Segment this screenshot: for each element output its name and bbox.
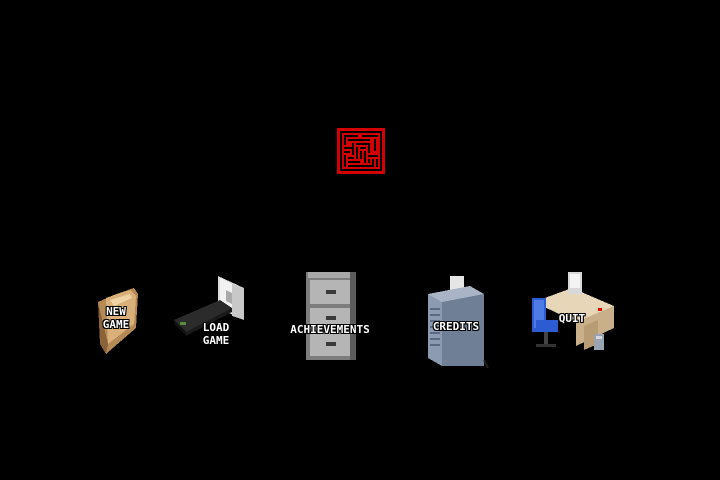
load-game-button[interactable]: LOAD GAME [170,270,250,354]
quit-label: QUIT [558,312,586,325]
office-desk-icon [532,272,614,350]
new-game-label: NEW GAME [102,305,130,331]
quit-button[interactable]: QUIT [528,270,620,356]
credits-button[interactable]: CREDITS [414,274,498,370]
achievements-label: ACHIEVEMENTS [290,323,370,336]
achievements-button[interactable]: ACHIEVEMENTS [262,270,398,362]
folder-icon [98,288,138,354]
credits-label: CREDITS [432,320,480,333]
computer-tower-icon [428,276,489,369]
filing-cabinet-icon [306,272,356,360]
maze-logo-icon [337,128,385,174]
floppy-drive-icon [174,276,244,336]
load-game-label: LOAD GAME [202,321,230,347]
new-game-button[interactable]: NEW GAME [86,284,146,356]
